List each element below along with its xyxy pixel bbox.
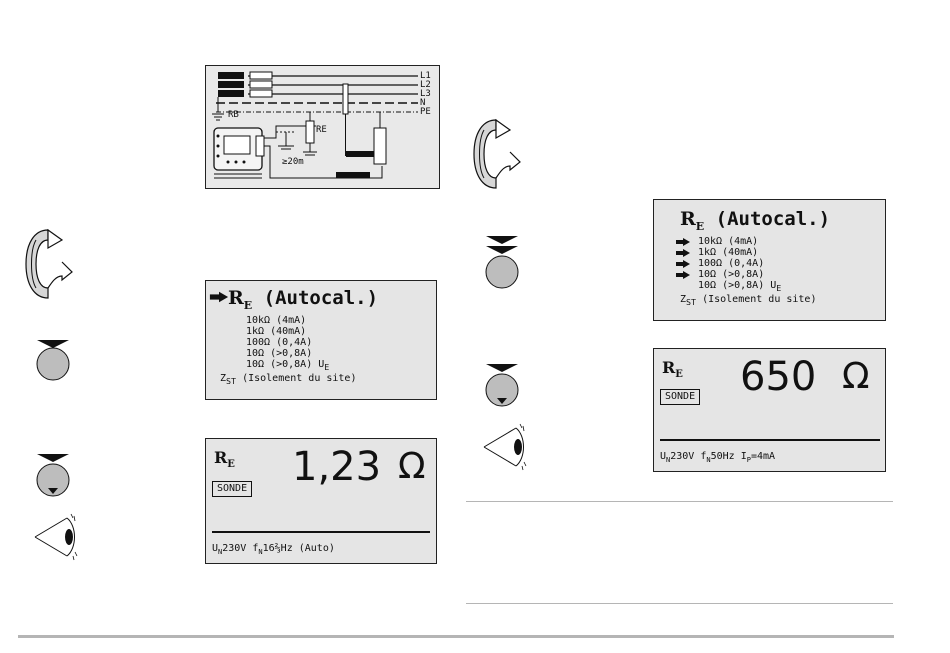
re-label: RE [316, 126, 327, 135]
menu-item-10k[interactable]: 10kΩ (4mA) [246, 315, 306, 326]
rotate-selector-icon [22, 226, 76, 302]
measured-value: 650 [740, 355, 816, 399]
wiring-diagram: L1 L2 L3 N PE RB RE ≥20m [205, 65, 440, 189]
measurement-label: RE [662, 359, 683, 384]
selection-arrow-icon [210, 292, 228, 302]
selection-arrow-icon [676, 271, 690, 279]
rb-label: RB [228, 111, 239, 120]
menu-item-1k[interactable]: 1kΩ (40mA) [698, 247, 758, 258]
selection-arrow-icon [676, 249, 690, 257]
status-line: UN230V fN50Hz IP=4mA [660, 451, 775, 466]
menu-item-zst[interactable]: ZST (Isolement du site) [680, 294, 816, 308]
measured-value: 1,23 [292, 445, 381, 489]
menu-item-100[interactable]: 100Ω (0,4A) [246, 337, 312, 348]
menu-item-100[interactable]: 100Ω (0,4A) [698, 258, 764, 269]
menu-item-1k[interactable]: 1kΩ (40mA) [246, 326, 306, 337]
menu-title: RE (Autocal.) [228, 287, 378, 317]
measured-unit: Ω [398, 445, 426, 489]
menu-item-10k[interactable]: 10kΩ (4mA) [698, 236, 758, 247]
menu-item-10[interactable]: 10Ω (>0,8A) [698, 269, 764, 280]
menu-item-10[interactable]: 10Ω (>0,8A) [246, 348, 312, 359]
menu-screen-right: RE (Autocal.) 10kΩ (4mA) 1kΩ (40mA) 100Ω… [653, 199, 886, 321]
section-divider-bottom [466, 603, 893, 604]
menu-title-right: RE (Autocal.) [680, 208, 830, 238]
selection-arrow-icon [676, 238, 690, 246]
measurement-screen-right: RE SONDE 650 Ω UN230V fN50Hz IP=4mA [653, 348, 886, 472]
press-button-icon [33, 338, 73, 382]
sonde-badge: SONDE [212, 481, 252, 497]
menu-item-10-ue[interactable]: 10Ω (>0,8A) UE [246, 359, 329, 373]
menu-screen: RE (Autocal.) 10kΩ (4mA) 1kΩ (40mA) 100Ω… [205, 280, 437, 400]
page-footer-rule [18, 635, 894, 638]
screen-divider [212, 531, 430, 533]
measurement-label: RE [214, 449, 235, 474]
pe-label: PE [420, 108, 431, 117]
eye-icon-right [482, 422, 530, 472]
double-press-button-icon [482, 234, 522, 292]
section-divider-top [466, 501, 893, 502]
menu-item-zst[interactable]: ZST (Isolement du site) [220, 373, 356, 387]
sonde-badge: SONDE [660, 389, 700, 405]
selection-arrow-icon [676, 260, 690, 268]
menu-item-10-ue[interactable]: 10Ω (>0,8A) UE [698, 280, 781, 294]
status-line: UN230V fN16⅔Hz (Auto) [212, 543, 335, 558]
screen-divider [660, 439, 880, 441]
rotate-selector-icon-right [470, 116, 524, 192]
start-button-icon-right [482, 362, 522, 410]
distance-label: ≥20m [282, 158, 304, 167]
start-button-icon [33, 452, 73, 500]
eye-icon [33, 512, 81, 562]
measurement-screen-left: RE SONDE 1,23 Ω UN230V fN16⅔Hz (Auto) [205, 438, 437, 564]
measured-unit: Ω [842, 355, 870, 399]
